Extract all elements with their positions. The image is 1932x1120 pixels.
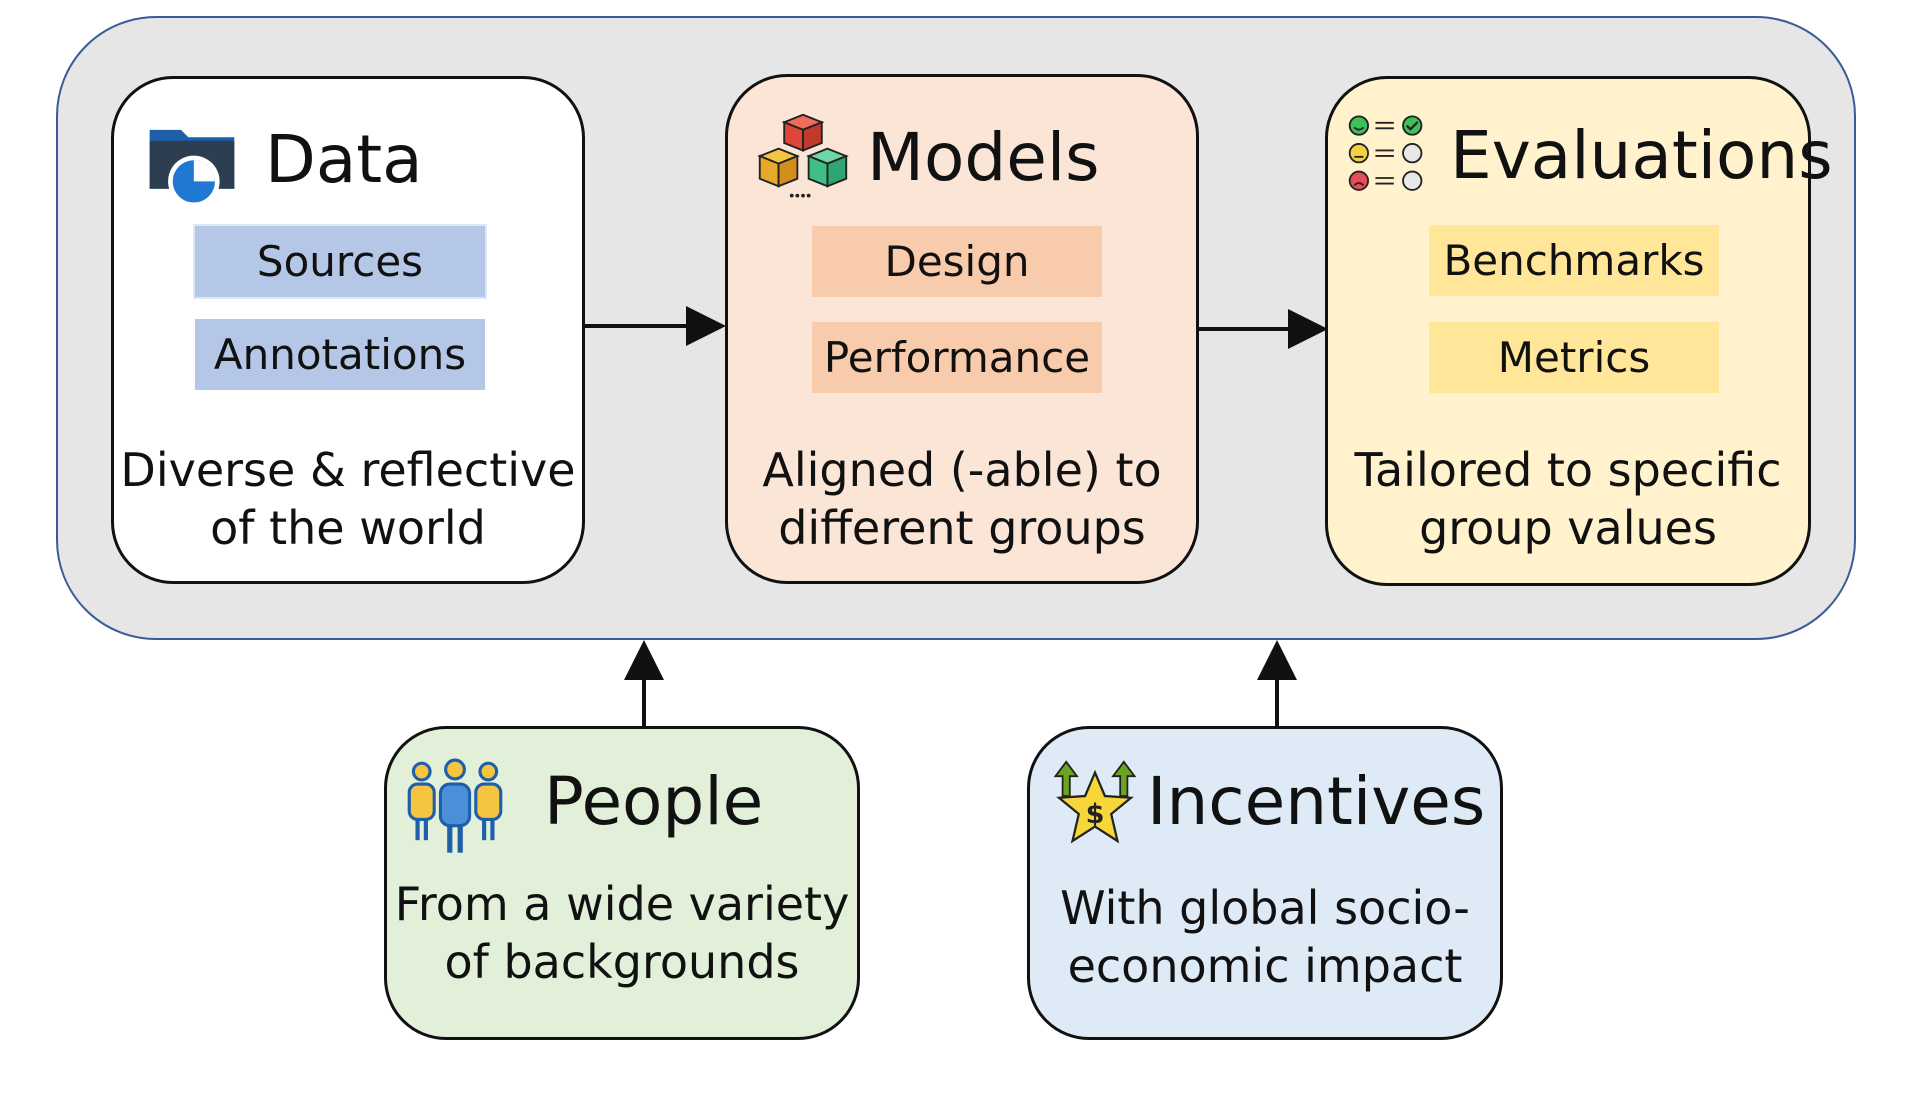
svg-text:$: $ (1086, 799, 1105, 830)
evaluations-title: Evaluations (1450, 117, 1833, 194)
evaluations-item-metrics: Metrics (1429, 322, 1719, 393)
evaluations-description: Tailored to specific group values (1354, 443, 1782, 555)
data-item-annotations: Annotations (195, 319, 485, 390)
models-card: Models Design Performance Aligned (-able… (725, 74, 1199, 584)
incentives-description: With global socio- economic impact (1060, 881, 1470, 993)
models-item-performance: Performance (812, 322, 1102, 393)
evaluations-card: Evaluations Benchmarks Metrics Tailored … (1325, 76, 1833, 586)
data-card: Data Sources Annotations Diverse & refle… (111, 76, 585, 584)
people-title: People (544, 763, 764, 840)
models-item-design: Design (812, 226, 1102, 297)
star-dollar-icon: $ (1053, 760, 1137, 844)
folder-chart-icon (149, 129, 235, 208)
cubes-icon (757, 113, 849, 198)
incentives-card: $ Incentives With global socio- economic… (1027, 726, 1503, 1040)
people-group-icon (407, 758, 503, 853)
data-item-sources: Sources (193, 224, 487, 299)
people-description: From a wide variety of backgrounds (394, 877, 850, 989)
models-description: Aligned (-able) to different groups (762, 443, 1162, 555)
people-card: People From a wide variety of background… (384, 726, 860, 1040)
models-title: Models (867, 119, 1100, 196)
evaluations-item-benchmarks: Benchmarks (1429, 225, 1719, 296)
feedback-checklist-icon (1348, 115, 1423, 191)
incentives-title: Incentives (1147, 763, 1486, 840)
data-title: Data (265, 121, 423, 198)
data-description: Diverse & reflective of the world (120, 443, 576, 555)
